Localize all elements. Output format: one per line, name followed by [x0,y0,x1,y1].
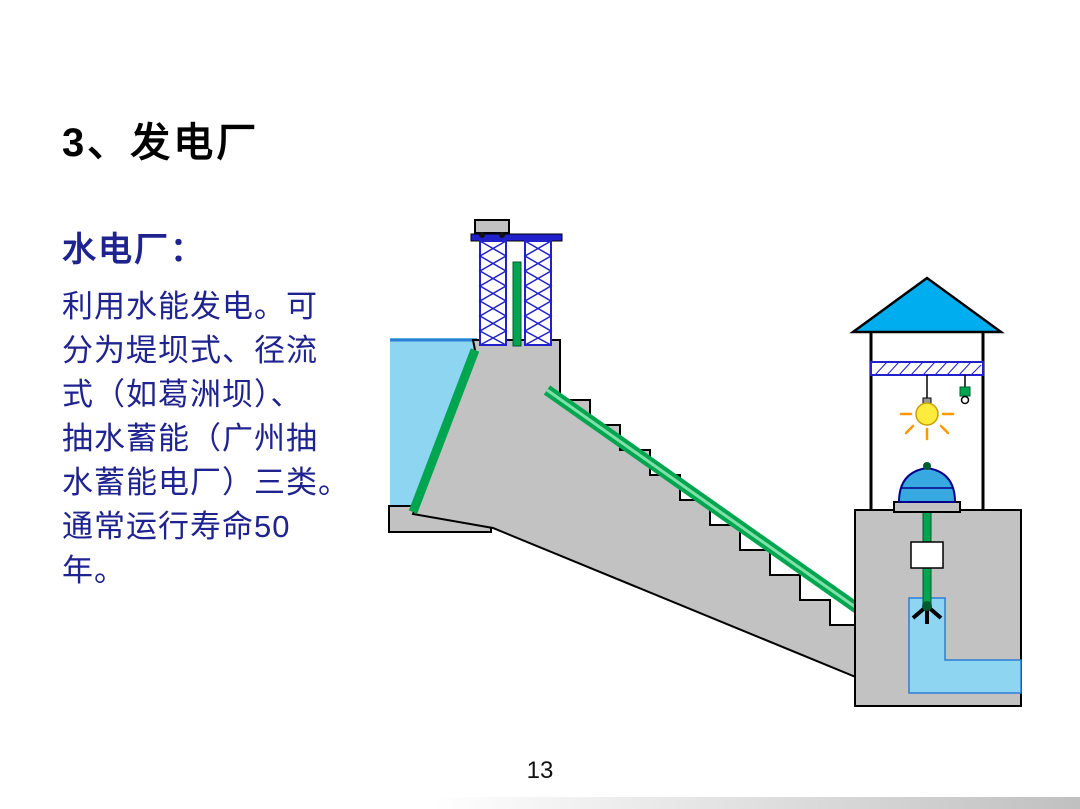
gantry-trolley [474,219,510,234]
crane-beam [870,361,984,405]
hook-block [959,386,971,397]
turbine-runner-icon [911,601,943,624]
bottom-gradient [432,797,1080,809]
body-line: 利用水能发电。可 [62,289,318,324]
bulb-glass [915,402,939,426]
powerhouse-roof [849,276,1005,334]
generator-cap [923,462,931,470]
body-line: 式（如葛洲坝）、 [62,377,303,412]
penstock-highlight [546,388,906,644]
trolley-wheel [479,232,485,238]
reservoir-water [390,338,477,512]
generator-flange [893,501,961,513]
crane-hook-icon [960,395,970,405]
turbine-hub [922,601,932,611]
generator-dome [897,466,957,503]
body-line: 水蓄能电厂）三类。 [62,465,350,500]
light-rays [899,412,955,441]
hydro-plant-diagram [388,219,1022,707]
generator-unit [893,462,961,513]
trolley-wheel [499,232,505,238]
dam-upstream-face [408,348,480,514]
draft-tube-water [908,597,1022,694]
body-line: 通常运行寿命50 [62,509,291,544]
light-bulb-icon [899,375,955,441]
lattice-left-diagonals [478,240,508,346]
text-block: 水电厂： 利用水能发电。可 分为堤坝式、径流 式（如葛洲坝）、 抽水蓄能（广州抽… [62,222,402,593]
section-heading: 水电厂： [62,231,206,269]
intake-top-beam [470,233,563,242]
crane-beam-bar [870,361,984,376]
page-title: 3、发电厂 [62,121,260,165]
body-line: 年。 [62,553,126,588]
page-number: 13 [526,757,554,784]
body-line: 分为堤坝式、径流 [62,333,318,368]
intake-gate-towers [470,219,563,347]
gate-stem [512,261,522,347]
lattice-right-diagonals [523,240,553,346]
body-line: 抽水蓄能（广州抽 [62,421,318,456]
shaft-housing [910,541,944,569]
crane-beam-hatch [874,361,982,376]
dam-body [411,339,864,682]
